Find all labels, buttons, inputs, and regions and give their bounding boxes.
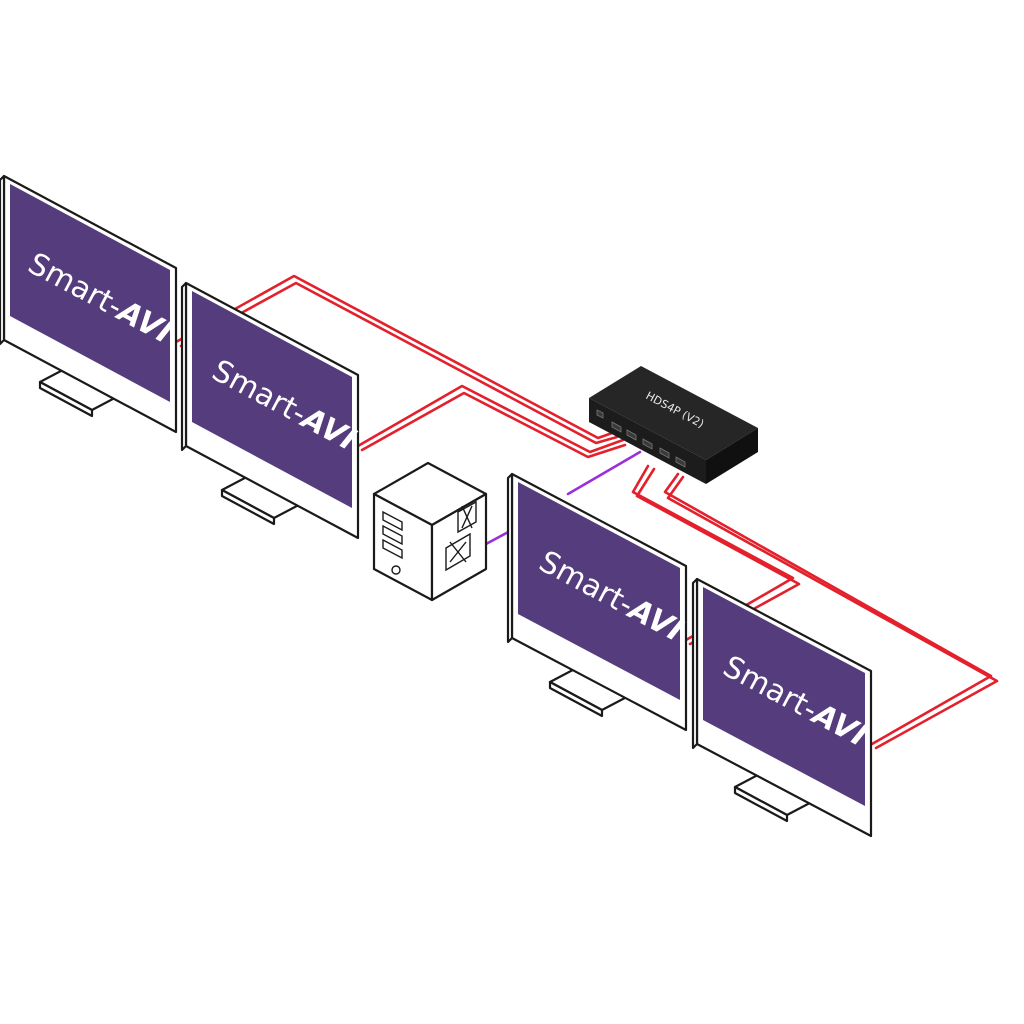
splitter-ports	[596, 409, 686, 468]
monitor-edge	[0, 174, 6, 346]
monitor-screen	[518, 482, 680, 700]
pc-side-face	[430, 492, 488, 602]
hdmi-port-icon	[675, 456, 686, 468]
power-port-icon	[596, 409, 604, 419]
monitor-1: Smart-AVI	[0, 174, 177, 434]
splitter-top-face	[589, 366, 758, 460]
drive-bays	[382, 510, 403, 575]
monitor-screen	[192, 291, 352, 508]
monitor-edge	[506, 472, 514, 644]
monitor-edge	[180, 281, 188, 452]
monitor-2: Smart-AVI	[180, 281, 361, 540]
fan-icon	[445, 500, 477, 572]
monitor-edge	[691, 577, 699, 750]
hdmi-port-icon	[642, 438, 653, 450]
hdmi-port-icon	[626, 429, 637, 441]
monitor-3: Smart-AVI	[506, 472, 688, 732]
hdmi-cable-monitor-2	[356, 384, 627, 459]
splitter-side-face	[706, 428, 758, 484]
hdmi-cable-monitor-4	[663, 472, 999, 750]
monitor-4: Smart-AVI	[691, 577, 872, 838]
pc-tower-icon	[372, 461, 488, 602]
monitor-screen	[10, 184, 170, 402]
monitor-screen	[703, 587, 865, 806]
splitter-device: HDS4P (V2)	[589, 366, 758, 484]
hdmi-port-icon	[659, 447, 670, 459]
hdmi-port-icon	[611, 421, 622, 433]
